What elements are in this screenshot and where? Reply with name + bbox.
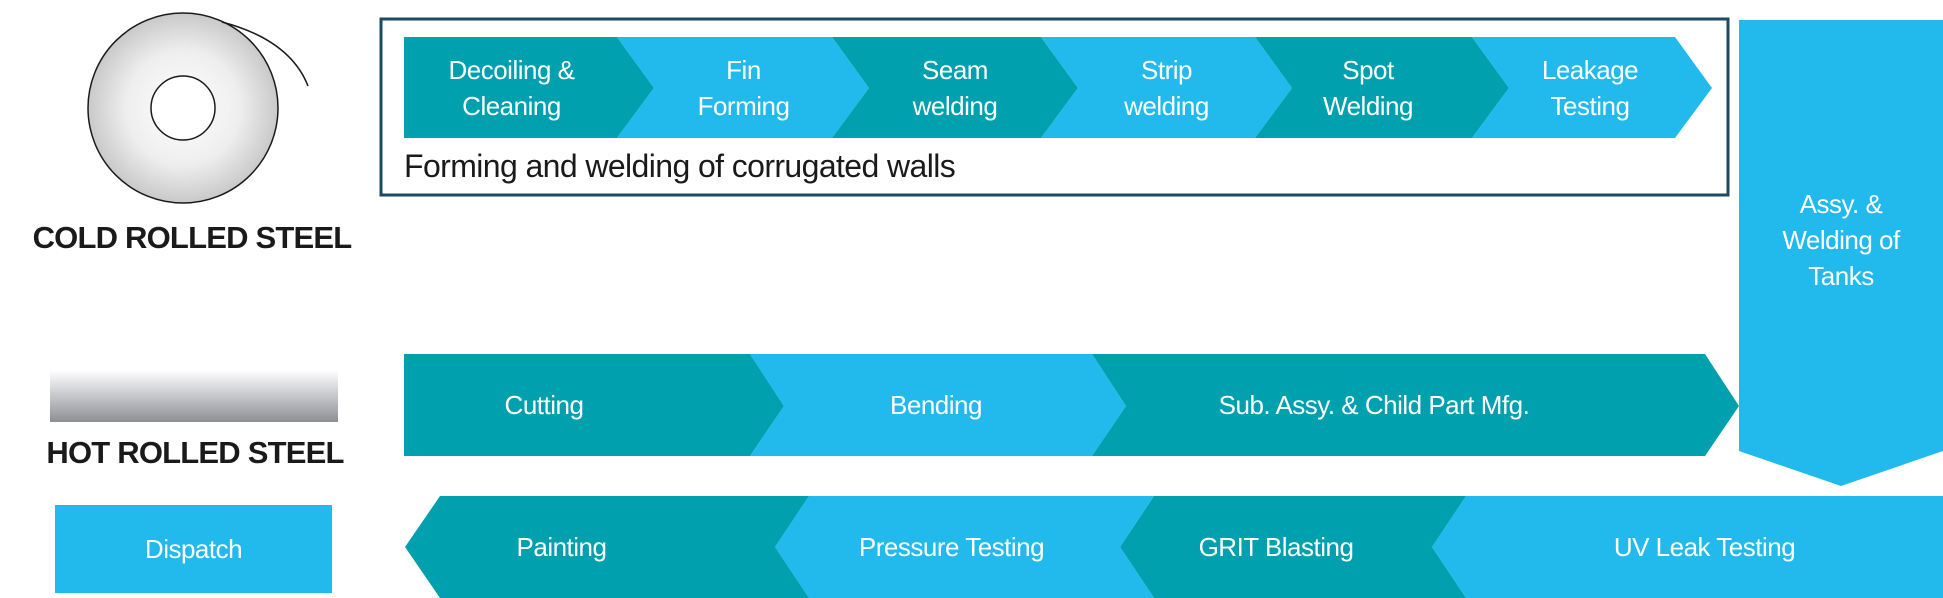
cold-rolled-steel-label: COLD ROLLED STEEL (32, 220, 353, 255)
walls-group-caption: Forming and welding of corrugated walls (404, 148, 956, 184)
step-assembly-welding-tanks: Assy. & Welding of Tanks (1782, 189, 1900, 291)
step-shape-spot-welding (1255, 37, 1509, 138)
step-bending: Bending (890, 390, 982, 420)
steel-coil-icon (87, 12, 309, 204)
step-shape-leakage-testing (1472, 37, 1712, 138)
step-painting: Painting (516, 532, 607, 562)
step-shape-assembly (1739, 20, 1943, 486)
step-shape-sub-assy (1092, 354, 1739, 456)
step-shape-cutting (404, 354, 784, 456)
step-cutting: Cutting (504, 390, 584, 420)
steel-bar-icon (50, 370, 338, 422)
step-dispatch: Dispatch (144, 534, 243, 564)
hot-rolled-steel-label: HOT ROLLED STEEL (46, 435, 344, 470)
step-uv-leak-testing: UV Leak Testing (1613, 532, 1796, 562)
step-shape-seam-welding (832, 37, 1078, 138)
step-pressure-testing: Pressure Testing (858, 532, 1045, 562)
step-fin-forming: Fin Forming (697, 54, 790, 121)
step-sub-assy-child-part: Sub. Assy. & Child Part Mfg. (1218, 390, 1530, 420)
step-shape-grit-blasting (1120, 496, 1466, 598)
walls-group-frame (379, 17, 1730, 197)
step-spot-welding: Spot Welding (1323, 54, 1413, 121)
step-shape-strip-welding (1041, 37, 1292, 138)
step-grit-blasting: GRIT Blasting (1198, 532, 1354, 562)
step-seam-welding: Seam welding (912, 54, 998, 121)
step-decoiling-cleaning: Decoiling & Cleaning (448, 54, 575, 121)
step-shape-pressure-testing (775, 496, 1154, 598)
step-leakage-testing: Leakage Testing (1541, 54, 1639, 121)
dispatch-box (55, 505, 332, 593)
step-shape-uv-leak (1432, 496, 1943, 598)
step-shape-painting (405, 496, 809, 598)
step-shape-fin-forming (617, 37, 869, 138)
step-strip-welding: Strip welding (1124, 54, 1209, 121)
step-shape-decoiling (404, 37, 654, 138)
step-shape-bending (750, 354, 1126, 456)
